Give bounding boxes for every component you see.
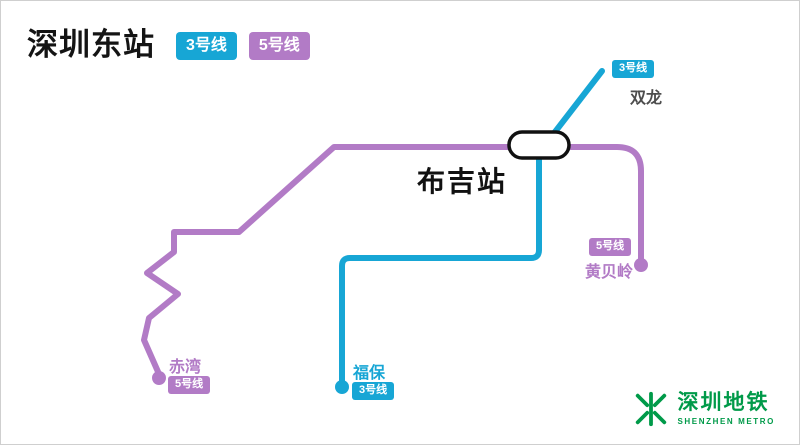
line5-terminus-dot-chiwan: [152, 371, 166, 385]
shuanglong-station-label: 双龙: [630, 90, 663, 107]
fubao-station-label: 福保: [353, 365, 386, 382]
huangbeiling-station-label: 黄贝岭: [585, 264, 634, 281]
buji-station-label: 布吉站: [417, 166, 508, 197]
line3-badge: 3号线: [176, 32, 237, 61]
logo-wordmark: 深圳地铁 SHENZHEN METRO: [677, 391, 775, 426]
huangbeiling-line-badge: 5号线: [589, 238, 632, 257]
line3-lower-segment: [339, 155, 542, 388]
fubao-line-badge: 3号线: [352, 382, 395, 401]
line3-upper-segment: [545, 68, 605, 144]
line3-terminus-dot-fubao: [335, 380, 349, 394]
shenzhen-metro-logo-icon: [636, 391, 667, 427]
buji-station-marker: [507, 130, 571, 160]
line5-path: [141, 144, 644, 377]
shenzhen-metro-logo: 深圳地铁 SHENZHEN METRO: [632, 390, 775, 428]
logo-text-en: SHENZHEN METRO: [677, 416, 775, 426]
chiwan-line-badge: 5号线: [168, 376, 211, 395]
line5-terminus-dot-huangbeiling: [634, 258, 648, 272]
header-line-badges: 3号线 5号线: [176, 32, 310, 61]
chiwan-station-label: 赤湾: [169, 359, 202, 376]
line5-badge: 5号线: [248, 32, 310, 61]
logo-text-cn: 深圳地铁: [677, 391, 770, 415]
shuanglong-line-badge: 3号线: [612, 60, 655, 79]
page-title: 深圳东站: [27, 27, 155, 62]
